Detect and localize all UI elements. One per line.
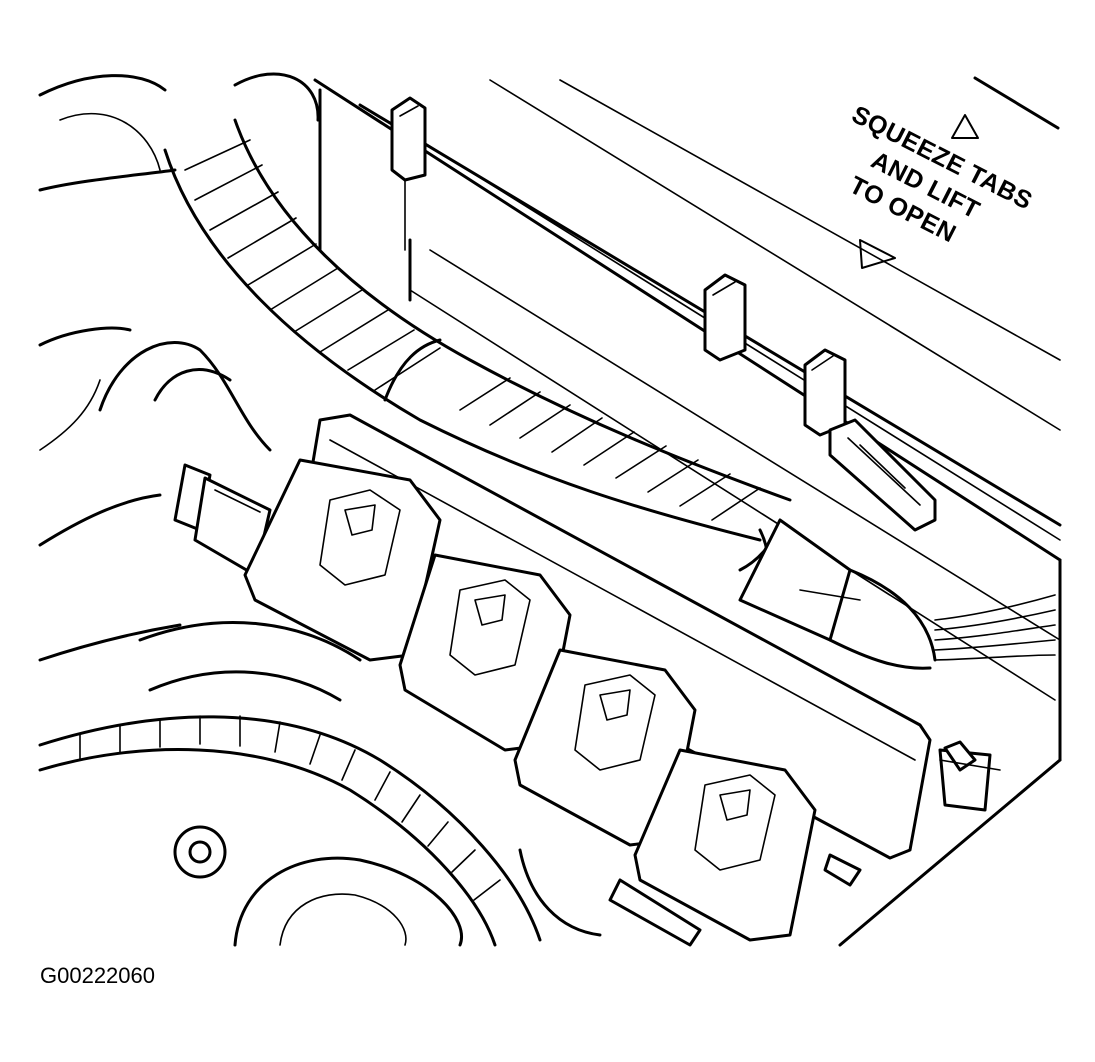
housing-tab-3 xyxy=(803,348,847,437)
wire-bundle-right xyxy=(934,594,1056,661)
lower-harness xyxy=(38,621,542,947)
figure-id: G00222060 xyxy=(40,963,155,988)
fan-shroud xyxy=(38,72,320,662)
housing-clip xyxy=(828,418,937,532)
connector-4[interactable] xyxy=(633,748,817,942)
housing-tab-1 xyxy=(390,96,427,182)
left-harness xyxy=(98,341,272,577)
lower-bracket xyxy=(233,758,1062,947)
mounting-bolt xyxy=(938,740,1001,812)
callout: SQUEEZE TABS AND LIFT TO OPEN xyxy=(845,100,1037,248)
mounting-hole xyxy=(173,825,227,879)
connector-1[interactable] xyxy=(243,458,442,662)
housing-tab-2 xyxy=(703,273,747,362)
triangle-down-icon xyxy=(859,239,896,269)
upper-harness xyxy=(163,118,937,670)
triangle-up-icon xyxy=(951,114,979,139)
